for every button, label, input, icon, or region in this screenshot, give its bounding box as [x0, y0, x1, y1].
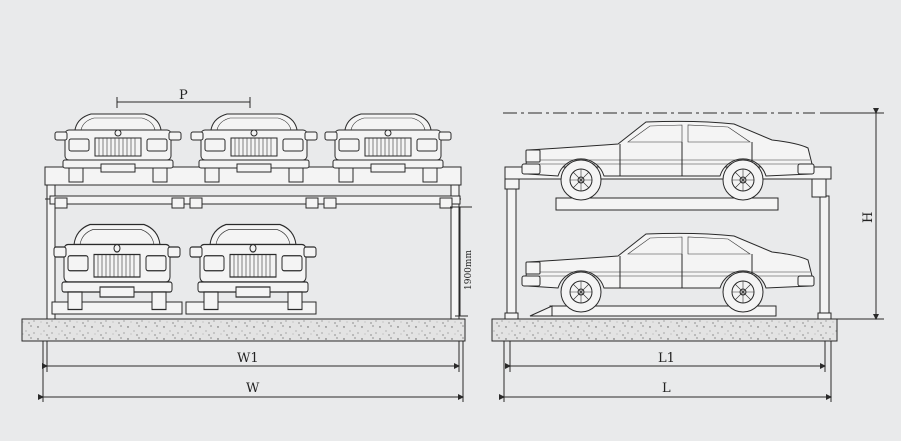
outer-length-label: L: [662, 381, 671, 396]
front-ground-slab: [21, 318, 466, 342]
inner-length-label: L1: [658, 351, 675, 366]
front-view: P 1900mm W1 W: [21, 88, 474, 402]
side-post-right: [819, 195, 830, 320]
side-lower-car: [521, 232, 815, 313]
front-lower-pallet-1: [51, 301, 183, 315]
front-upper-car-2: [190, 113, 318, 183]
height-label: H: [861, 212, 876, 223]
pitch-label: P: [179, 88, 188, 103]
outer-width-label: W: [246, 381, 260, 396]
inner-width-label: W1: [237, 351, 259, 366]
front-lower-car-2: [189, 223, 317, 311]
front-upper-car-3: [324, 113, 452, 183]
side-post-left: [506, 183, 517, 320]
front-lower-car-1: [53, 223, 181, 311]
side-upper-car: [521, 120, 815, 201]
clearance-label: 1900mm: [464, 250, 474, 290]
side-upper-pallet: [555, 197, 779, 211]
side-view: H L1 L: [491, 108, 884, 402]
front-upper-car-1: [54, 113, 182, 183]
side-ground-slab: [491, 318, 838, 342]
